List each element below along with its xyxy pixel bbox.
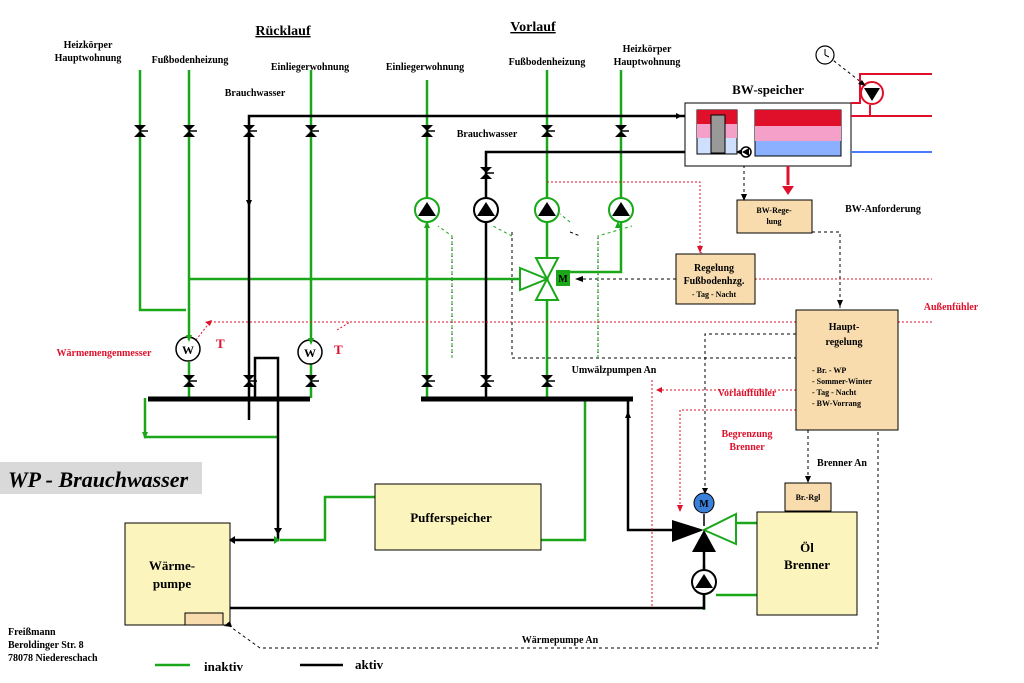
ruecklauf-header: Rücklauf [255, 24, 311, 39]
svg-text:regelung: regelung [825, 337, 862, 348]
svg-text:Freißmann: Freißmann [8, 627, 56, 638]
control-lines [227, 56, 879, 649]
legend: inaktiv aktiv [155, 657, 384, 674]
svg-text:Brenner: Brenner [729, 442, 765, 453]
regelung-fussboden-box: Regelung Fußbodenhzg. - Tag - Nacht [675, 253, 756, 305]
legend-inaktiv: inaktiv [204, 659, 244, 674]
svg-text:Begrenzung: Begrenzung [722, 429, 773, 440]
pump-heizkoerper [608, 197, 634, 223]
svg-text:lung: lung [766, 217, 781, 226]
svg-text:78078 Niedereschach: 78078 Niedereschach [8, 653, 98, 664]
pump-fussboden [534, 197, 560, 223]
svg-text:W: W [182, 343, 194, 357]
svg-text:Brenner: Brenner [784, 557, 830, 572]
oel-brenner-box: Öl Brenner [756, 511, 858, 616]
svg-text:Brauchwasser: Brauchwasser [225, 88, 286, 99]
pumps [414, 197, 717, 595]
motor-letter: M [558, 274, 568, 285]
pipe-labels: Rücklauf Vorlauf Heizkörper Hauptwohnung… [55, 20, 979, 646]
svg-text:Fußbodenheizung: Fußbodenheizung [152, 55, 229, 66]
svg-text:Öl: Öl [800, 540, 814, 555]
svg-text:T: T [216, 336, 225, 351]
pump-einlieger [414, 197, 440, 223]
br-rgl-box: Br.-Rgl [784, 482, 832, 512]
svg-text:Haupt-: Haupt- [829, 322, 860, 333]
valves [134, 125, 629, 387]
bw-speicher-label: BW-speicher [732, 82, 804, 97]
bw-regelung-box: BW-Rege- lung [736, 199, 813, 234]
vorlauf-header: Vorlauf [510, 20, 556, 35]
pump-burner [691, 569, 717, 595]
svg-text:Br.-Rgl: Br.-Rgl [796, 493, 822, 502]
svg-text:Hauptwohnung: Hauptwohnung [55, 53, 122, 64]
hot-water-outputs [815, 45, 932, 153]
svg-text:Brauchwasser: Brauchwasser [457, 129, 518, 140]
svg-text:Fußbodenheizung: Fußbodenheizung [509, 57, 586, 68]
pufferspeicher-box: Pufferspeicher [374, 483, 542, 551]
bw-speicher: BW-speicher [684, 82, 852, 195]
svg-text:- Sommer-Winter: - Sommer-Winter [812, 377, 873, 386]
svg-text:BW-Rege-: BW-Rege- [756, 206, 792, 215]
waermepumpe-box: Wärme- pumpe [124, 522, 231, 626]
svg-text:pumpe: pumpe [153, 576, 192, 591]
black-pipes [148, 114, 740, 610]
motor-m-label: M [699, 499, 709, 510]
svg-text:Beroldinger Str. 8: Beroldinger Str. 8 [8, 640, 84, 651]
flow-arrows [142, 80, 866, 627]
svg-text:BW-Anforderung: BW-Anforderung [845, 204, 921, 215]
svg-text:W: W [304, 346, 316, 360]
svg-text:T: T [334, 342, 343, 357]
heat-meter-1: W T [175, 336, 225, 362]
svg-text:Außenfühler: Außenfühler [924, 302, 979, 313]
svg-text:- Tag - Nacht: - Tag - Nacht [692, 290, 737, 299]
burner-mixing-valve: M [672, 492, 737, 552]
svg-text:- Br. - WP: - Br. - WP [812, 366, 846, 375]
svg-text:Brenner An: Brenner An [817, 458, 867, 469]
svg-text:- Tag - Nacht: - Tag - Nacht [812, 388, 857, 397]
address-block: Freißmann Beroldinger Str. 8 78078 Niede… [8, 627, 98, 664]
svg-text:Wärmepumpe An: Wärmepumpe An [522, 635, 599, 646]
page-title: WP - Brauchwasser [0, 462, 202, 494]
svg-text:Heizkörper: Heizkörper [64, 40, 113, 51]
svg-text:Vorlauffühler: Vorlauffühler [718, 388, 777, 399]
svg-text:Einliegerwohnung: Einliegerwohnung [271, 62, 349, 73]
svg-text:Pufferspeicher: Pufferspeicher [410, 510, 492, 525]
svg-text:Hauptwohnung: Hauptwohnung [614, 57, 681, 68]
green-control-lines [437, 213, 633, 358]
pump-brauchwasser [473, 197, 499, 223]
mixer-valve: M [519, 257, 570, 301]
svg-text:Regelung: Regelung [694, 263, 734, 274]
svg-text:- BW-Vorrang: - BW-Vorrang [812, 399, 861, 408]
hauptregelung-box: Haupt- regelung - Br. - WP - Sommer-Wint… [795, 309, 899, 431]
heat-meter-2: W T [297, 339, 343, 365]
svg-text:WP - Brauchwasser: WP - Brauchwasser [8, 467, 189, 492]
svg-text:Wärmemengenmesser: Wärmemengenmesser [57, 348, 153, 359]
svg-text:Wärme-: Wärme- [149, 558, 195, 573]
svg-text:Einliegerwohnung: Einliegerwohnung [386, 62, 464, 73]
svg-text:Umwälzpumpen An: Umwälzpumpen An [572, 365, 657, 376]
legend-aktiv: aktiv [355, 657, 384, 672]
svg-text:Fußbodenhzg.: Fußbodenhzg. [684, 276, 745, 287]
svg-text:Heizkörper: Heizkörper [623, 44, 672, 55]
